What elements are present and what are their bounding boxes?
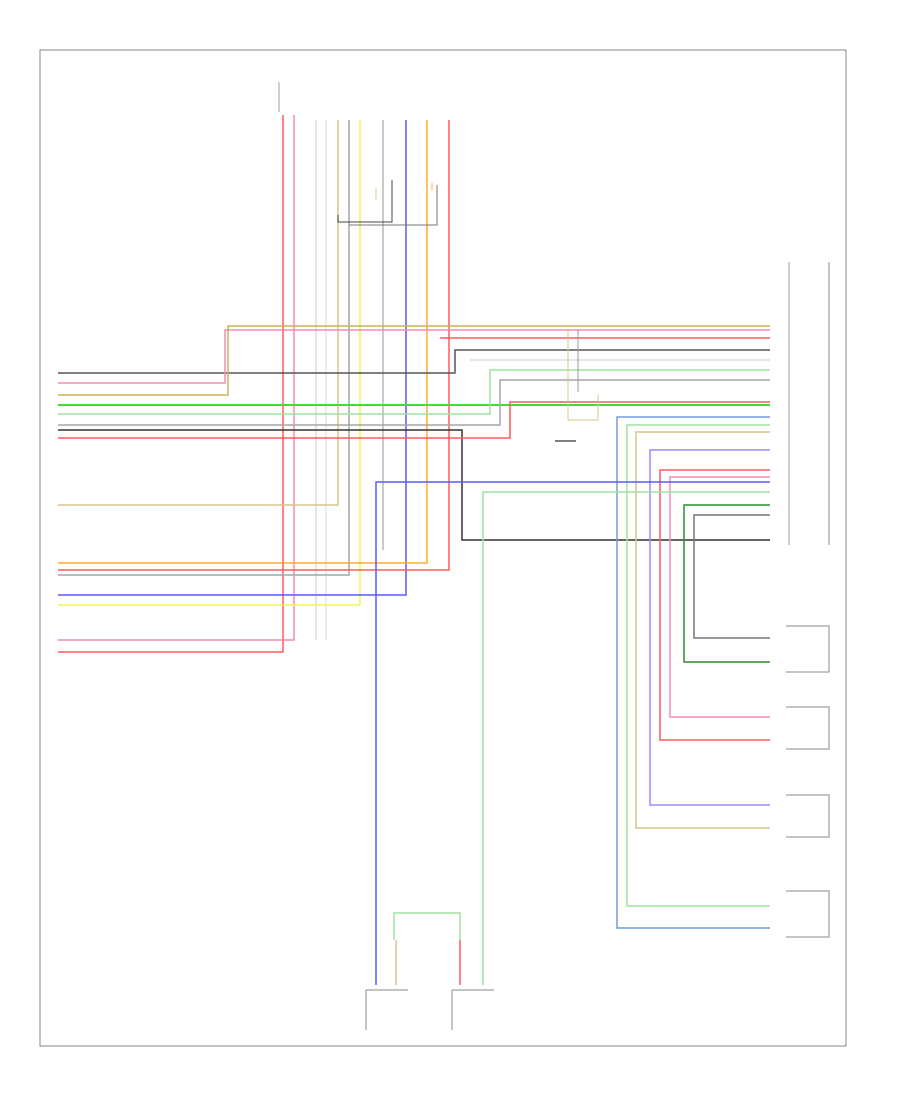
wire-h-dark-gray <box>58 349 770 374</box>
wire-tan-a <box>58 120 339 506</box>
speaker-r3 <box>786 794 830 838</box>
bottom-right-speaker <box>451 989 494 1030</box>
speaker-r4 <box>786 890 830 938</box>
wire-r-dark-green <box>683 504 770 663</box>
bottom-left-speaker-bracket <box>365 989 408 1030</box>
wire-h-pink <box>58 329 770 384</box>
bottom-left-speaker <box>365 989 408 1030</box>
speaker-r1-bracket <box>786 625 830 673</box>
wire-r-light-blue <box>616 416 770 929</box>
wire-yellow-a <box>58 120 361 606</box>
wire-h-olive <box>58 325 770 396</box>
speaker-r3-bracket <box>786 794 830 838</box>
wire-r-gray <box>693 514 770 639</box>
speaker-r2-bracket <box>786 706 830 750</box>
wire-red-b <box>58 120 450 571</box>
wire-h-red <box>58 401 770 439</box>
wire-gray-a <box>58 120 350 576</box>
top-vertical-wires <box>58 115 450 653</box>
wire-pink-main <box>58 115 295 641</box>
wire-bridge-gray <box>349 185 438 226</box>
wire-r-pink <box>669 476 770 718</box>
junction-wire-tan <box>567 330 599 421</box>
junction-block <box>555 330 599 442</box>
speaker-r1 <box>786 625 830 673</box>
right-side-wires <box>375 416 770 940</box>
wire-red-main <box>58 115 284 653</box>
diagram-border <box>39 49 847 1047</box>
wire-r-tan <box>635 431 770 829</box>
wire-r-green <box>482 491 770 940</box>
bottom-speaker-wires <box>375 912 484 985</box>
wire-r-red <box>659 469 770 741</box>
left-horizontal-wires <box>58 325 770 541</box>
wire-h-black <box>58 429 770 541</box>
wire-b-green-bridge <box>393 912 461 940</box>
wire-h-gray <box>58 379 770 426</box>
wire-r-blue <box>375 481 770 940</box>
wire-r-violet <box>649 449 770 806</box>
right-connector <box>788 262 830 545</box>
wire-bridge-black <box>337 180 393 223</box>
speaker-r4-bracket <box>786 890 830 938</box>
speaker-r2 <box>786 706 830 750</box>
wire-r-light-green <box>626 424 770 907</box>
wire-orange-a <box>58 120 428 564</box>
wire-h-light-green <box>58 369 770 415</box>
wire-blue-a <box>58 120 407 596</box>
bottom-right-speaker-bracket <box>451 989 494 1030</box>
